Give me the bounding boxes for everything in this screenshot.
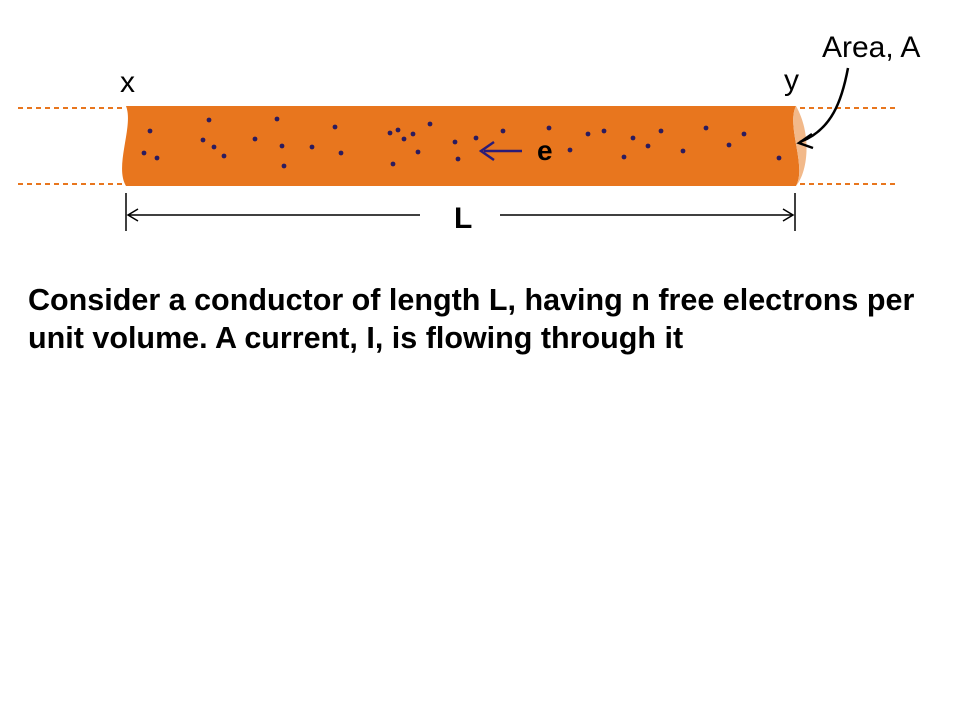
electron-dot — [332, 124, 338, 130]
electron-dot — [309, 144, 315, 150]
electron-dot — [645, 143, 651, 149]
electron-dot — [726, 142, 732, 148]
electron-dot — [621, 154, 627, 160]
electron-dot — [252, 136, 258, 142]
area-pointer-arrow — [799, 67, 850, 144]
electron-dot — [703, 125, 709, 131]
electron-label: e — [537, 135, 553, 166]
electron-dot — [452, 139, 458, 145]
length-arrowhead-left — [126, 208, 139, 222]
cross-section-area — [793, 106, 807, 186]
end-label-y: y — [784, 64, 799, 97]
area-label: Area, A — [822, 31, 920, 64]
free-electrons — [141, 116, 782, 169]
electron-dot — [206, 117, 212, 123]
electron-dot — [221, 153, 227, 159]
electron-dot — [274, 116, 280, 122]
electron-dot — [338, 150, 344, 156]
conductor-diagram: e x y Area, A L — [18, 31, 920, 235]
length-arrowhead-right — [782, 208, 795, 222]
electron-dot — [387, 130, 393, 136]
electron-dot — [455, 156, 461, 162]
conductor-body — [122, 106, 800, 186]
electron-dot — [473, 135, 479, 141]
electron-dot — [630, 135, 636, 141]
electron-dot — [500, 128, 506, 134]
electron-dot — [585, 131, 591, 137]
electron-dot — [658, 128, 664, 134]
electron-dot — [567, 147, 573, 153]
electron-dot — [680, 148, 686, 154]
electron-dot — [410, 131, 416, 137]
electron-dot — [427, 121, 433, 127]
end-label-x: x — [120, 66, 135, 99]
electron-dot — [147, 128, 153, 134]
area-pointer-arrowhead — [796, 132, 814, 150]
electron-dot — [141, 150, 147, 156]
length-label: L — [454, 202, 472, 235]
caption-text: Consider a conductor of length L, having… — [28, 283, 915, 355]
electron-dot — [390, 161, 396, 167]
electron-arrow-head — [478, 140, 495, 162]
electron-dot — [154, 155, 160, 161]
electron-dot — [395, 127, 401, 133]
electron-dot — [415, 149, 421, 155]
electron-dot — [401, 136, 407, 142]
electron-dot — [281, 163, 287, 169]
electron-dot — [776, 155, 782, 161]
electron-dot — [200, 137, 206, 143]
electron-dot — [211, 144, 217, 150]
electron-dot — [279, 143, 285, 149]
electron-dot — [546, 125, 552, 131]
electron-dot — [601, 128, 607, 134]
electron-dot — [741, 131, 747, 137]
